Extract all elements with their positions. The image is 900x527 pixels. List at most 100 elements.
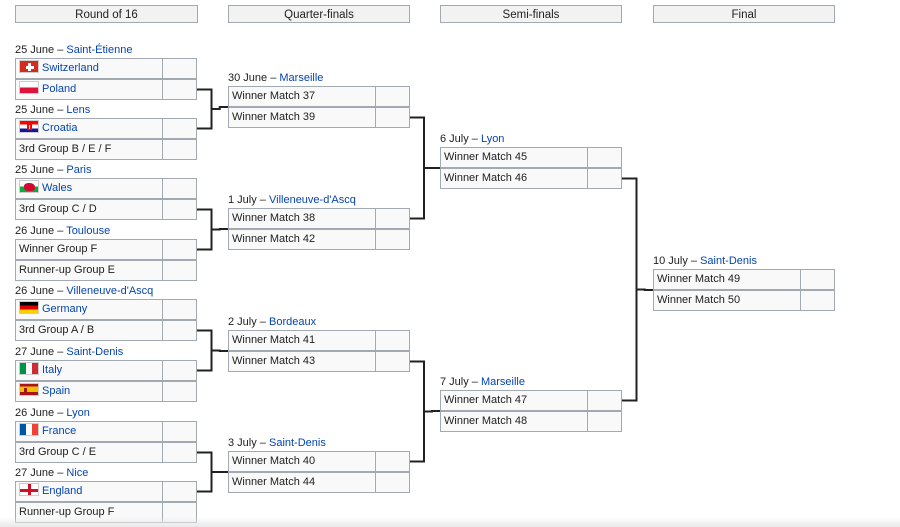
team-name: Poland (42, 83, 77, 95)
venue-link[interactable]: Villeneuve-d'Ascq (66, 285, 154, 297)
team-name-cell: Runner-up Group E (15, 260, 163, 281)
team-name: Winner Match 40 (232, 455, 316, 467)
match-date: 26 June (15, 285, 55, 297)
score-cell (587, 168, 622, 189)
score-cell (800, 290, 835, 311)
match-date-venue: 25 June – Lens (15, 104, 91, 116)
score-cell (375, 472, 410, 493)
venue-link[interactable]: Lyon (480, 133, 505, 145)
team-name-cell: Winner Match 42 (228, 229, 376, 250)
match-date-venue: 27 June – Saint-Denis (15, 346, 124, 358)
team-name-cell[interactable]: France (15, 421, 163, 442)
team-name-cell[interactable]: Germany (15, 299, 163, 320)
round-header-qf: Quarter-finals (228, 5, 410, 23)
team-name-cell: Winner Match 48 (440, 411, 588, 432)
score-cell (162, 421, 197, 442)
match-date: 25 June (15, 164, 55, 176)
team-name: Winner Match 44 (232, 476, 316, 488)
team-name: Winner Match 47 (444, 394, 528, 406)
team-name: Winner Match 48 (444, 415, 528, 427)
venue-link[interactable]: Marseille (480, 376, 525, 388)
team-name-cell[interactable]: Croatia (15, 118, 163, 139)
score-cell (375, 330, 410, 351)
match-date: 7 July (440, 376, 469, 388)
venue-link[interactable]: Paris (66, 164, 92, 176)
venue-link[interactable]: Saint-Denis (66, 346, 124, 358)
venue-link[interactable]: Lens (66, 104, 91, 116)
germany-flag-icon (19, 301, 39, 314)
team-name: Winner Match 50 (657, 294, 741, 306)
team-name: Wales (42, 182, 73, 194)
team-name: Germany (42, 303, 88, 315)
italy-flag-icon (19, 362, 39, 375)
score-cell (162, 299, 197, 320)
match-date: 27 June (15, 346, 55, 358)
team-name-cell[interactable]: England (15, 481, 163, 502)
match-date: 27 June (15, 467, 55, 479)
match-date-venue: 7 July – Marseille (440, 376, 525, 388)
venue-link[interactable]: Toulouse (66, 225, 111, 237)
wales-flag-icon (19, 180, 39, 193)
connector-line (211, 349, 228, 352)
venue-link[interactable]: Saint-Étienne (66, 44, 133, 56)
match-date-venue: 25 June – Saint-Étienne (15, 44, 133, 56)
match-date: 26 June (15, 407, 55, 419)
score-cell (162, 320, 197, 341)
team-name: 3rd Group B / E / F (19, 143, 112, 155)
team-name-cell: 3rd Group A / B (15, 320, 163, 341)
venue-link[interactable]: Villeneuve-d'Ascq (268, 194, 356, 206)
team-name-cell[interactable]: Italy (15, 360, 163, 381)
team-name-cell: Winner Match 49 (653, 269, 801, 290)
score-cell (162, 260, 197, 281)
team-name-cell[interactable]: Poland (15, 79, 163, 100)
venue-link[interactable]: Bordeaux (268, 316, 317, 328)
team-name-cell[interactable]: Wales (15, 178, 163, 199)
team-name: Winner Match 42 (232, 233, 316, 245)
team-name: Winner Match 49 (657, 273, 741, 285)
team-name: Winner Match 37 (232, 90, 316, 102)
team-name-cell: Winner Match 46 (440, 168, 588, 189)
score-cell (587, 390, 622, 411)
england-flag-icon (19, 483, 39, 496)
poland-flag-icon (19, 81, 39, 94)
venue-link[interactable]: Nice (66, 467, 89, 479)
connector-line (211, 106, 228, 110)
team-name: Runner-up Group F (19, 506, 115, 518)
score-cell (162, 442, 197, 463)
match-date-venue: 6 July – Lyon (440, 133, 505, 145)
venue-link[interactable]: Lyon (66, 407, 90, 419)
team-name: Winner Group F (19, 243, 98, 255)
team-name-cell: Winner Match 45 (440, 147, 588, 168)
match-date: 10 July (653, 255, 688, 267)
venue-link[interactable]: Saint-Denis (700, 255, 757, 267)
match-date-venue: 10 July – Saint-Denis (653, 255, 757, 267)
score-cell (375, 208, 410, 229)
score-cell (375, 351, 410, 372)
connector-line (424, 410, 440, 413)
round-header-r16: Round of 16 (15, 5, 198, 23)
connector-line (197, 451, 213, 493)
score-cell (162, 360, 197, 381)
connector-line (410, 116, 425, 220)
connector-line (197, 329, 213, 372)
connector-line (410, 360, 425, 463)
venue-link[interactable]: Marseille (279, 72, 324, 84)
score-cell (162, 58, 197, 79)
score-cell (162, 178, 197, 199)
score-cell (587, 411, 622, 432)
score-cell (800, 269, 835, 290)
match-date: 25 June (15, 104, 55, 116)
venue-link[interactable]: Saint-Denis (268, 437, 326, 449)
score-cell (162, 481, 197, 502)
match-date-venue: 1 July – Villeneuve-d'Ascq (228, 194, 356, 206)
bottom-fade (0, 517, 900, 527)
team-name: 3rd Group A / B (19, 324, 95, 336)
match-date: 3 July (228, 437, 257, 449)
score-cell (162, 118, 197, 139)
team-name: Italy (42, 364, 63, 376)
team-name: Runner-up Group E (19, 264, 115, 276)
croatia-flag-icon (19, 120, 39, 133)
match-date-venue: 27 June – Nice (15, 467, 89, 479)
score-cell (162, 139, 197, 160)
